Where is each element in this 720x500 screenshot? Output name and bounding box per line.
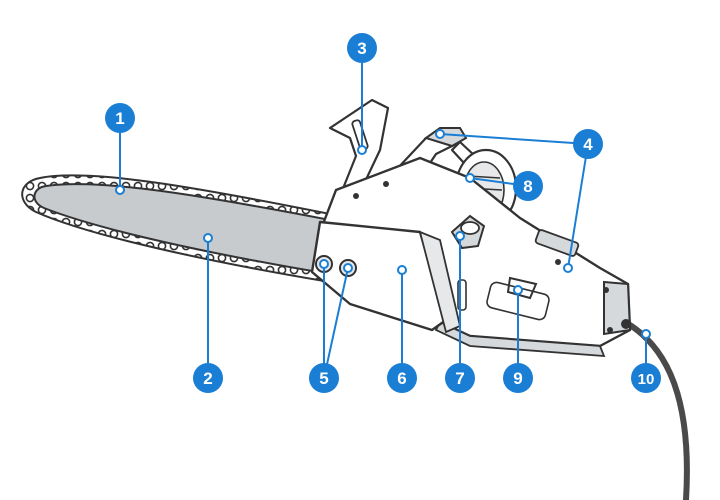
rivet	[353, 193, 359, 199]
callout-8-label: 8	[523, 177, 532, 196]
callout-7: 7	[445, 363, 475, 393]
rivet	[383, 181, 389, 187]
callout-4: 4	[573, 129, 603, 159]
guide-bar	[34, 184, 330, 274]
callout-2-label: 2	[203, 369, 212, 388]
callout-2: 2	[193, 363, 223, 393]
callout-6: 6	[387, 363, 417, 393]
callout-4-label: 4	[583, 135, 593, 154]
rivet	[607, 327, 613, 333]
callout-5: 5	[309, 363, 339, 393]
callout-5-label: 5	[319, 369, 328, 388]
callout-7-label: 7	[455, 369, 464, 388]
callout-9: 9	[503, 363, 533, 393]
callout-6-label: 6	[397, 369, 406, 388]
callout-9-label: 9	[513, 369, 522, 388]
callout-8: 8	[513, 171, 543, 201]
callout-3-label: 3	[357, 39, 366, 58]
callout-1-label: 1	[115, 109, 124, 128]
callout-3: 3	[347, 33, 377, 63]
callout-1: 1	[105, 103, 135, 133]
callout-10-label: 10	[638, 371, 655, 388]
tension-knob-top	[461, 222, 479, 234]
power-cord	[630, 325, 687, 500]
rivet	[603, 287, 609, 293]
rivet	[555, 259, 561, 265]
cord-socket	[621, 319, 631, 329]
callout-10: 10	[631, 363, 661, 393]
